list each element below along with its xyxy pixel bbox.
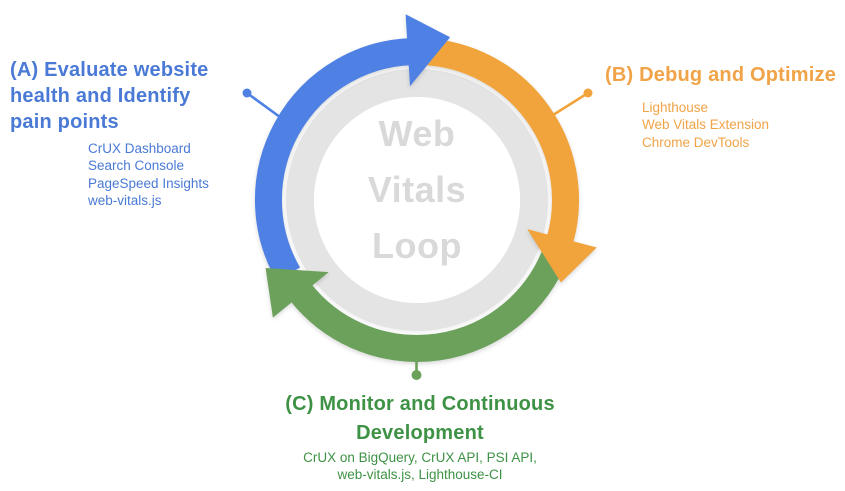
center-disc: [314, 97, 520, 303]
connector-b-dot: [583, 88, 593, 98]
tool-list-item: Web Vitals Extension: [642, 117, 770, 133]
blue-arrowhead: [405, 14, 451, 87]
center-white-circle: [314, 97, 520, 303]
connector-a-dot: [242, 88, 252, 98]
green-arrowhead: [265, 268, 329, 318]
tool-list-item: web-vitals.js: [88, 193, 162, 209]
tool-list-item: PageSpeed Insights: [88, 175, 209, 191]
connector-c-dot: [411, 370, 422, 380]
loop-arrows: [254, 14, 597, 362]
blue-arrow-head: [405, 14, 451, 87]
gray-ring: [286, 69, 548, 331]
connector-b-line: [552, 91, 589, 117]
tool-list-item: Chrome DevTools: [642, 134, 750, 150]
blue-arrow-arc: [254, 38, 412, 282]
section-c-tools: CrUX on BigQuery, CrUX API, PSI API,web-…: [303, 450, 537, 483]
orange-arc-body: [423, 38, 579, 245]
callout-connector-a: [242, 88, 285, 122]
tool-list-item: CrUX Dashboard: [88, 141, 191, 156]
tool-list-item: Lighthouse: [642, 100, 709, 115]
callout-connector-c: [411, 352, 422, 380]
callout-connector-b: [552, 88, 593, 117]
orange-arrow-arc: [423, 38, 597, 283]
tool-list-item: Search Console: [88, 158, 185, 174]
blue-arc-body: [254, 38, 412, 282]
green-arrow-arc: [265, 250, 568, 362]
orange-arrowhead: [527, 229, 597, 283]
connector-a-line: [246, 91, 285, 122]
gray-ring-circle: [286, 69, 548, 331]
green-arc-body: [289, 250, 568, 362]
section-b-heading: (B) Debug and Optimize: [605, 64, 837, 86]
